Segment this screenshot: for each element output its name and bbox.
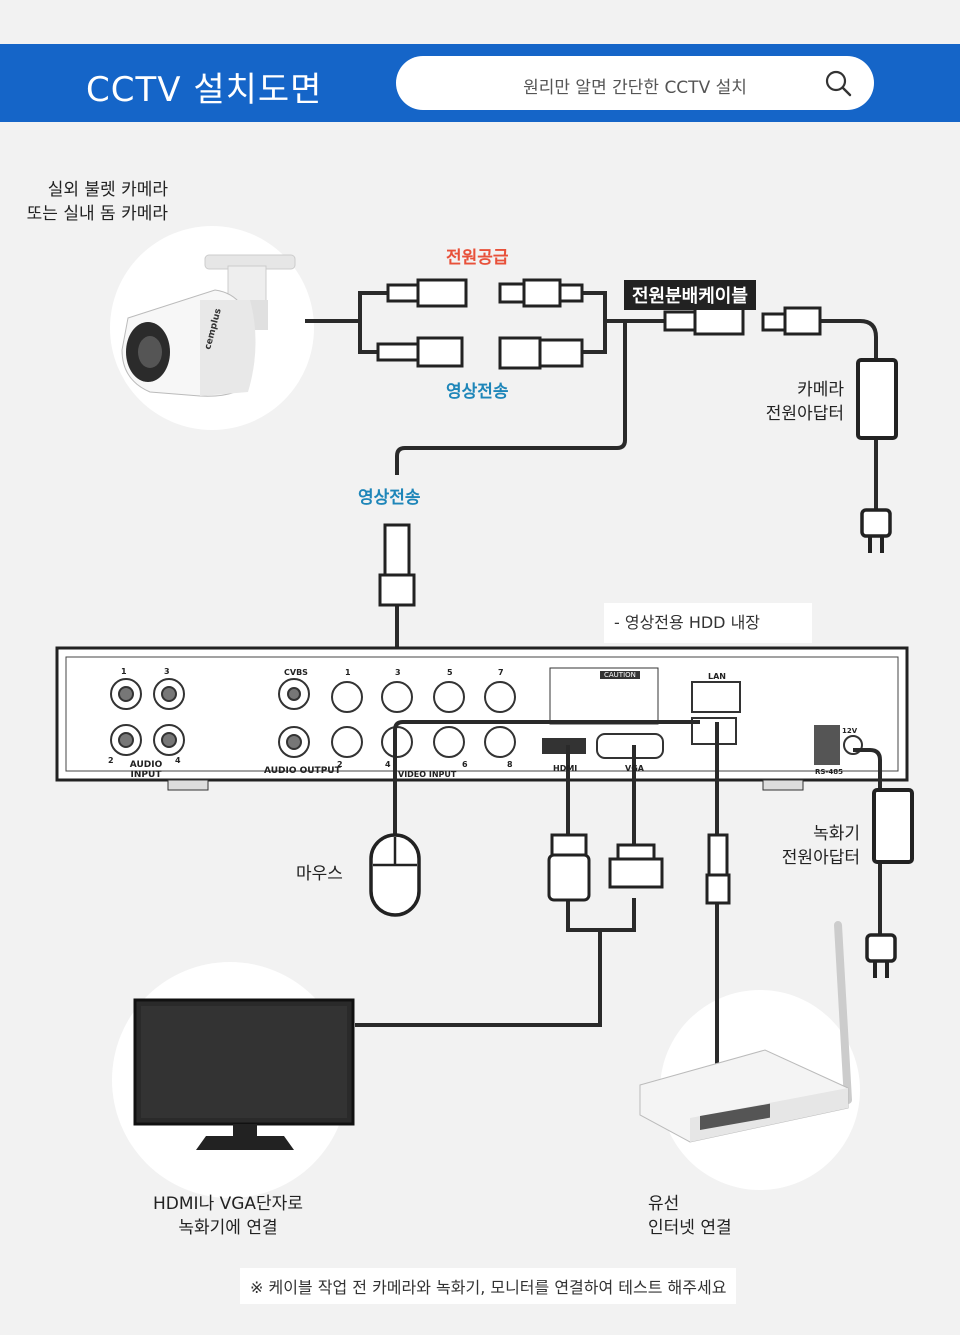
power-plug-right xyxy=(498,278,584,308)
camera-adapter-line1: 카메라 xyxy=(797,380,844,400)
video-num-6: 6 xyxy=(462,760,468,769)
dc-label: 12V xyxy=(842,727,858,735)
camera-adapter-line2: 전원아답터 xyxy=(765,404,844,424)
router xyxy=(639,921,852,1143)
audio-num-2: 2 xyxy=(108,756,114,765)
audio-num-4: 4 xyxy=(175,756,181,765)
dvr-adapter-line2: 전원아답터 xyxy=(781,848,860,868)
video-transmit-label-mid: 영상전송 xyxy=(358,488,421,508)
camera-adapter-label: 카메라 전원아답터 xyxy=(720,378,844,426)
router-label: 유선 인터넷 연결 xyxy=(648,1192,732,1240)
vga-port-label: VGA xyxy=(625,764,644,773)
camera-label-line2: 또는 실내 돔 카메라 xyxy=(26,204,168,224)
monitor-label-line1: HDMI나 VGA단자로 xyxy=(153,1194,303,1214)
splitter-plugs xyxy=(663,306,822,336)
rs485-label: RS-485 xyxy=(815,768,843,776)
video-num-2: 2 xyxy=(337,760,343,769)
audio-output-label: AUDIO OUTPUT xyxy=(264,766,341,776)
monitor-label: HDMI나 VGA단자로 녹화기에 연결 xyxy=(120,1192,336,1240)
dvr-recorder xyxy=(55,646,909,791)
page-title: CCTV 설치도면 xyxy=(86,70,323,110)
dvr-adapter-line1: 녹화기 xyxy=(813,824,860,844)
lan-port-label: LAN xyxy=(708,672,726,681)
camera-adapter-plug xyxy=(860,508,892,553)
hdd-label: - 영상전용 HDD 내장 xyxy=(604,603,812,643)
mouse xyxy=(369,833,421,917)
video-input-label: VIDEO INPUT xyxy=(398,770,457,779)
cvbs-label: CVBS xyxy=(284,668,308,677)
hdmi-plug xyxy=(547,833,591,902)
video-num-7: 7 xyxy=(498,668,504,677)
dvr-adapter-label: 녹화기 전원아답터 xyxy=(740,822,860,870)
monitor xyxy=(133,998,355,1150)
dvr-adapter xyxy=(872,788,914,864)
test-note: ※ 케이블 작업 전 카메라와 녹화기, 모니터를 연결하여 테스트 해주세요 xyxy=(240,1268,737,1304)
video-num-4: 4 xyxy=(385,760,391,769)
router-label-line2: 인터넷 연결 xyxy=(648,1218,732,1238)
caution-label: CAUTION xyxy=(600,671,640,679)
video-num-8: 8 xyxy=(507,760,513,769)
lan-plug xyxy=(705,833,731,905)
search-text: 원리만 알면 간단한 CCTV 설치 xyxy=(523,78,747,98)
camera-label: 실외 불렛 카메라 또는 실내 돔 카메라 xyxy=(0,178,168,226)
dvr-adapter-plug xyxy=(865,933,897,978)
audio-num-1: 1 xyxy=(121,667,127,676)
mouse-label: 마우스 xyxy=(296,864,343,884)
video-num-3: 3 xyxy=(395,668,401,677)
header-bar: CCTV 설치도면 원리만 알면 간단한 CCTV 설치 xyxy=(0,44,960,122)
vga-plug xyxy=(608,843,664,889)
search-bar[interactable]: 원리만 알면 간단한 CCTV 설치 xyxy=(396,56,874,110)
power-supply-label: 전원공급 xyxy=(446,248,509,268)
audio-num-3: 3 xyxy=(164,667,170,676)
camera-label-line1: 실외 불렛 카메라 xyxy=(47,180,168,200)
camera-adapter xyxy=(856,358,898,440)
bnc-right xyxy=(498,336,584,370)
video-transmit-label: 영상전송 xyxy=(446,382,509,402)
search-icon[interactable] xyxy=(824,69,852,97)
router-label-line1: 유선 xyxy=(648,1194,680,1214)
bullet-camera: cemplus xyxy=(121,254,296,397)
audio-input-label: AUDIO INPUT xyxy=(129,760,163,780)
bnc-left xyxy=(376,336,464,368)
video-num-5: 5 xyxy=(447,668,453,677)
video-num-1: 1 xyxy=(345,668,351,677)
splitter-label: 전원분배케이블 xyxy=(624,280,756,310)
power-plug-left xyxy=(386,278,468,308)
bnc-vertical xyxy=(378,523,416,607)
monitor-label-line2: 녹화기에 연결 xyxy=(178,1218,278,1238)
hdmi-port-label: HDMI xyxy=(553,764,578,773)
top-cables xyxy=(305,291,878,680)
